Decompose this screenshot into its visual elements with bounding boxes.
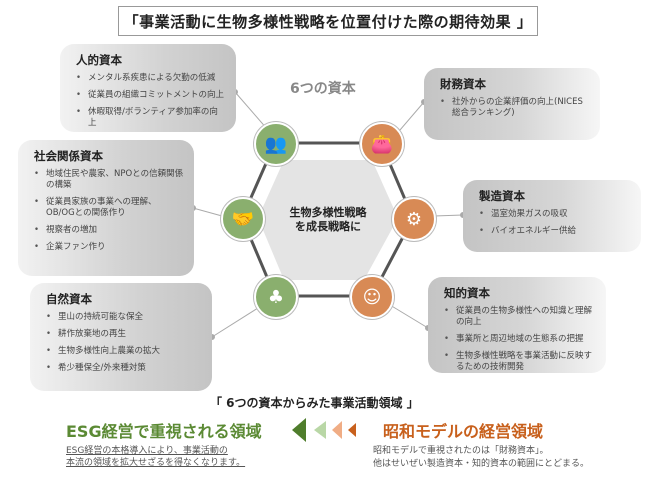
showa-text: 昭和モデルで重視されたのは「財務資本」。 他はせいぜい製造資本・知的資本の範囲に… — [373, 445, 589, 471]
arrows-left-icon — [292, 418, 356, 442]
esg-text-line: 本流の領域を拡大せざるを得なくなります。 — [66, 458, 246, 468]
capital-title: 製造資本 — [479, 189, 525, 203]
capital-financial: 財務資本 社外からの企業評価の向上(NICES総合ランキング) — [424, 68, 600, 140]
list-item: メンタル系疾患による欠勤の低減 — [76, 73, 226, 84]
list-item: 事業所と周辺地域の生態系の把握 — [444, 334, 596, 345]
handshake-icon: 🤝 — [221, 197, 265, 241]
capital-social: 社会関係資本 地域住民や農家、NPOとの信頼関係の構築従業員家族の事業への理解、… — [18, 140, 194, 276]
list-item: 従業員の組織コミットメントの向上 — [76, 90, 226, 101]
center-line-1: 生物多様性戦略 — [289, 206, 367, 219]
list-item: 耕作放棄地の再生 — [46, 329, 202, 340]
esg-text: ESG経営の本格導入により、事業活動の 本流の領域を拡大せざるを得なくなります。 — [66, 445, 245, 469]
gears-icon: ⚙ — [392, 197, 436, 241]
esg-text-line: ESG経営の本格導入により、事業活動の — [66, 446, 228, 456]
center-line-2: を成長戦略に — [295, 220, 361, 233]
capital-intellectual: 知的資本 従業員の生物多様性への知識と理解の向上事業所と周辺地域の生態系の把握生… — [428, 277, 606, 373]
purse-icon: 👛 — [360, 122, 404, 166]
capital-natural: 自然資本 里山の持続可能な保全耕作放棄地の再生生物多様性向上農業の拡大希少種保全… — [30, 283, 212, 391]
capital-manufactured: 製造資本 温室効果ガスの吸収バイオエネルギー供給 — [463, 180, 641, 252]
esg-heading: ESG経営で重視される領域 — [66, 422, 262, 441]
list-item: 生物多様性向上農業の拡大 — [46, 346, 202, 357]
list-item: 地域住民や農家、NPOとの信頼関係の構築 — [34, 169, 184, 191]
people-icon: 👥 — [254, 122, 298, 166]
capital-title: 人的資本 — [76, 53, 122, 67]
list-item: 企業ファン作り — [34, 242, 184, 253]
list-item: 温室効果ガスの吸収 — [479, 209, 631, 220]
center-text: 生物多様性戦略 を成長戦略に — [268, 206, 388, 234]
list-item: 希少種保全/外来種対策 — [46, 363, 202, 374]
capital-title: 自然資本 — [46, 292, 92, 306]
list-item: 里山の持続可能な保全 — [46, 312, 202, 323]
list-item: 社外からの企業評価の向上(NICES総合ランキング) — [440, 97, 590, 119]
showa-text-line: 他はせいぜい製造資本・知的資本の範囲にとどまる。 — [373, 459, 590, 469]
list-item: 従業員の生物多様性への知識と理解の向上 — [444, 306, 596, 328]
brain-head-icon: ☺ — [350, 275, 394, 319]
tree-icon: ♣ — [254, 275, 298, 319]
list-item: 休暇取得/ボランティア参加率の向上 — [76, 107, 226, 129]
capital-title: 財務資本 — [440, 77, 486, 91]
capital-human: 人的資本 メンタル系疾患による欠勤の低減従業員の組織コミットメントの向上休暇取得… — [60, 44, 236, 132]
list-item: 視察者の増加 — [34, 225, 184, 236]
page-title: 「事業活動に生物多様性戦略を位置付けた際の期待効果 」 — [118, 6, 538, 36]
capital-title: 社会関係資本 — [34, 149, 103, 163]
list-item: 従業員家族の事業への理解、OB/OGとの関係作り — [34, 197, 184, 219]
list-item: 生物多様性戦略を事業活動に反映するための技術開発 — [444, 351, 596, 373]
showa-heading: 昭和モデルの経営領域 — [383, 422, 544, 441]
section-title: 「 6つの資本からみた事業活動領域 」 — [210, 396, 419, 410]
showa-text-line: 昭和モデルで重視されたのは「財務資本」。 — [373, 446, 549, 456]
six-capitals-label: 6つの資本 — [290, 81, 356, 97]
capital-title: 知的資本 — [444, 286, 490, 300]
list-item: バイオエネルギー供給 — [479, 226, 631, 237]
